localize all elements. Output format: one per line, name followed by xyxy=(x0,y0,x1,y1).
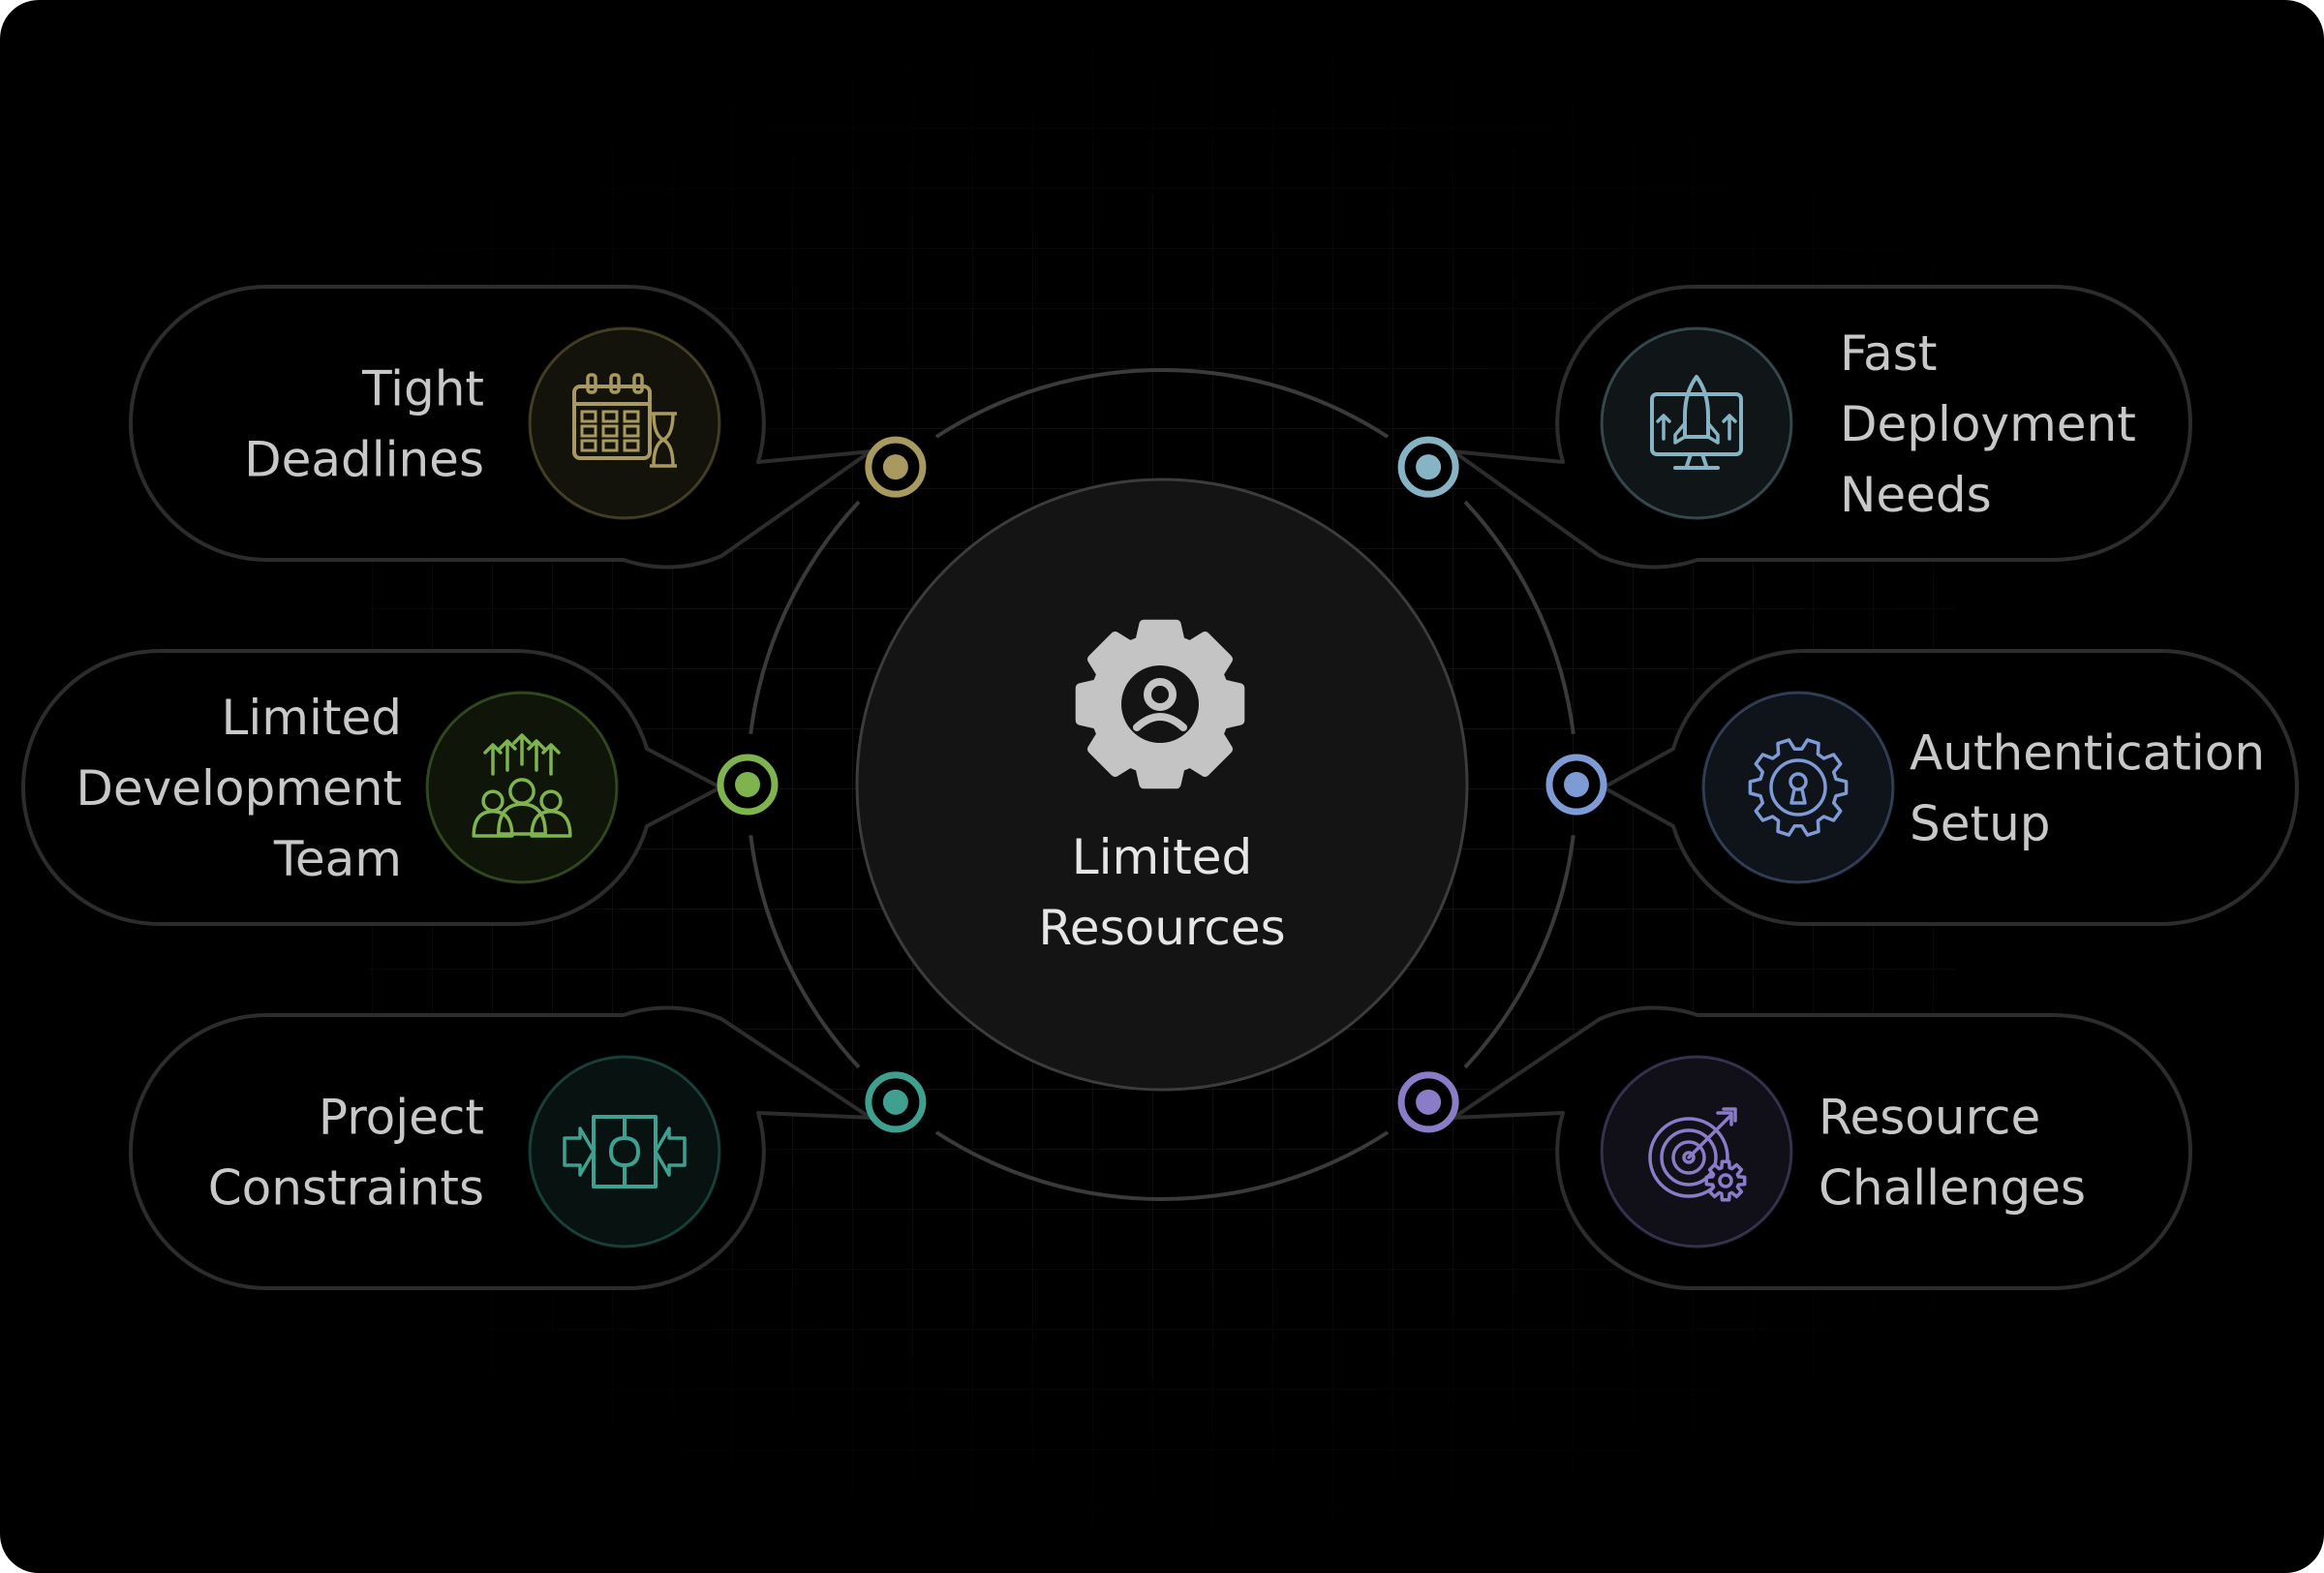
ring-arc xyxy=(749,500,861,735)
person-head xyxy=(1144,678,1177,711)
icon-badge xyxy=(1600,1055,1793,1249)
icon-badge xyxy=(1600,326,1793,520)
ring-arc xyxy=(934,368,1390,439)
gear-person-icon xyxy=(1075,619,1245,789)
bubble-outline xyxy=(21,649,722,926)
item-label-line: Team xyxy=(273,831,402,887)
ring-node xyxy=(1397,436,1459,498)
bubble-outline xyxy=(1452,1005,2192,1291)
item-label-line: Project xyxy=(319,1090,484,1146)
ring-arc xyxy=(934,1130,1390,1201)
gear-lock-icon xyxy=(1748,738,1849,837)
ring-node xyxy=(1397,1071,1459,1133)
puzzle-constraint-icon xyxy=(563,1115,687,1188)
item-label-line: Setup xyxy=(1910,796,2051,852)
item-label-line: Constraints xyxy=(208,1160,484,1217)
icon-circle xyxy=(1600,326,1793,520)
item-label-line: Tight xyxy=(361,361,484,417)
ring-node xyxy=(865,436,927,498)
center-label-line-1: Limited xyxy=(1072,829,1252,885)
center-label-line-2: Resources xyxy=(1038,900,1285,956)
bubble-outline xyxy=(129,284,872,570)
ring-node-inner xyxy=(735,772,760,797)
connector-ring xyxy=(749,368,1575,1201)
icon-badge xyxy=(1701,691,1895,884)
icon-badge xyxy=(528,1055,721,1249)
ring-node xyxy=(865,1071,927,1133)
ring-node-inner xyxy=(1416,454,1442,480)
ring-node-inner xyxy=(882,1089,908,1115)
icon-badge xyxy=(425,691,619,884)
ring-node-inner xyxy=(882,454,908,480)
ring-arc xyxy=(1463,834,1575,1069)
bubble-outline xyxy=(1452,284,2192,570)
ring-arc xyxy=(1463,500,1575,735)
item-label-line: Development xyxy=(76,760,402,817)
ring-node xyxy=(717,754,779,816)
icon-badge xyxy=(528,326,721,520)
icon-circle xyxy=(1701,691,1895,884)
target-gear-icon xyxy=(1648,1107,1747,1202)
item-label-line: Deployment xyxy=(1840,396,2136,452)
icon-circle xyxy=(528,1055,721,1249)
item-label-line: Limited xyxy=(222,690,402,746)
icon-circle xyxy=(425,691,619,884)
item-label-line: Deadlines xyxy=(244,432,484,488)
ring-node-inner xyxy=(1416,1089,1442,1115)
rocket-monitor-icon xyxy=(1650,375,1743,470)
person-body xyxy=(1133,713,1187,731)
bubble-outline xyxy=(129,1005,872,1291)
bubble-outline xyxy=(1602,649,2299,926)
ring-node xyxy=(1545,754,1607,816)
icon-circle xyxy=(528,326,721,520)
item-label-line: Needs xyxy=(1840,467,1992,523)
center-node: Limited Resources xyxy=(855,478,1469,1092)
item-label-line: Fast xyxy=(1840,325,1937,382)
calendar-hourglass-icon xyxy=(572,373,677,468)
item-label-line: Resource xyxy=(1819,1090,2040,1146)
ring-node-inner xyxy=(1564,772,1589,797)
item-label-line: Authentication xyxy=(1910,725,2265,782)
items-group: TightDeadlinesLimitedDevelopmentTeamProj… xyxy=(21,284,2299,1291)
item-label-line: Challenges xyxy=(1819,1160,2086,1217)
team-growth-icon xyxy=(472,733,572,838)
ring-arc xyxy=(749,834,861,1069)
